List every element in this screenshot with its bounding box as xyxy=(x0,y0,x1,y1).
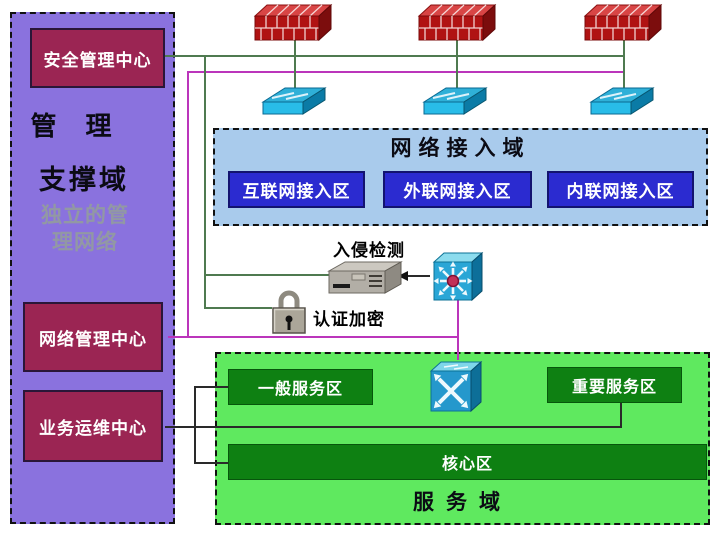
network-mgmt-horizontal-line xyxy=(168,336,459,338)
core-switch-icon xyxy=(429,360,483,413)
management-domain-subtitle-line1: 独立的管 xyxy=(41,203,129,227)
network-mgmt-bus-line xyxy=(187,71,625,73)
management-domain-title-line2: 支撑域 xyxy=(39,165,129,196)
operations-bracket-vertical-line xyxy=(194,386,196,464)
internet-access-zone-label: 互联网接入区 xyxy=(242,182,351,202)
security-management-center-label: 安全管理中心 xyxy=(43,50,152,71)
core-zone-stub-line xyxy=(194,462,230,464)
important-zone-drop-line xyxy=(620,403,622,428)
general-service-zone-box: 一般服务区 xyxy=(228,369,373,405)
extranet-access-zone-label: 外联网接入区 xyxy=(403,182,512,202)
important-service-zone-box: 重要服务区 xyxy=(547,367,682,403)
firewall-2-icon xyxy=(417,3,497,42)
firewall-1-icon xyxy=(253,3,333,42)
general-service-zone-label: 一般服务区 xyxy=(257,379,343,398)
router-core-link-line xyxy=(457,300,459,360)
firewall2-drop-line xyxy=(456,38,458,88)
auth-lock-icon xyxy=(272,290,306,334)
network-mgmt-vertical-line xyxy=(187,71,189,338)
switch-3-icon xyxy=(589,87,655,115)
internet-access-zone-box: 互联网接入区 xyxy=(228,171,365,208)
auth-label: 认证加密 xyxy=(313,310,385,330)
intranet-access-zone-box: 内联网接入区 xyxy=(547,171,694,208)
important-service-zone-label: 重要服务区 xyxy=(571,377,657,396)
switch-1-icon xyxy=(261,87,327,115)
ids-server-icon xyxy=(327,261,403,294)
management-domain-subtitle-line2: 理网络 xyxy=(52,230,118,254)
firewall3-drop-line xyxy=(623,38,625,88)
core-zone-label: 核心区 xyxy=(441,454,493,473)
security-branch-vertical-line xyxy=(204,55,206,309)
security-bus-line xyxy=(165,55,625,57)
ids-stub-line xyxy=(204,274,330,276)
auth-stub-line xyxy=(204,307,272,309)
security-management-center-box: 安全管理中心 xyxy=(30,28,165,88)
network-management-center-label: 网络管理中心 xyxy=(39,329,147,350)
switch-2-icon xyxy=(422,87,488,115)
ids-arrowhead-icon xyxy=(398,271,408,281)
general-zone-stub-line xyxy=(194,386,230,388)
operations-center-label: 业务运维中心 xyxy=(39,418,147,439)
operations-center-box: 业务运维中心 xyxy=(23,390,163,462)
service-domain-title: 服务域 xyxy=(413,490,512,514)
extranet-access-zone-box: 外联网接入区 xyxy=(383,171,532,208)
router-icon xyxy=(432,251,484,302)
core-zone-box: 核心区 xyxy=(228,444,707,480)
access-domain-title: 网络接入域 xyxy=(390,136,531,160)
management-domain-title-line1: 管 理 xyxy=(30,112,122,142)
ids-label: 入侵检测 xyxy=(333,241,405,261)
network-management-center-box: 网络管理中心 xyxy=(23,302,163,372)
firewall1-drop-line xyxy=(294,38,296,88)
operations-long-line xyxy=(165,426,622,428)
firewall-3-icon xyxy=(583,3,663,42)
router-to-ids-line xyxy=(407,275,430,277)
intranet-access-zone-label: 内联网接入区 xyxy=(566,182,675,202)
